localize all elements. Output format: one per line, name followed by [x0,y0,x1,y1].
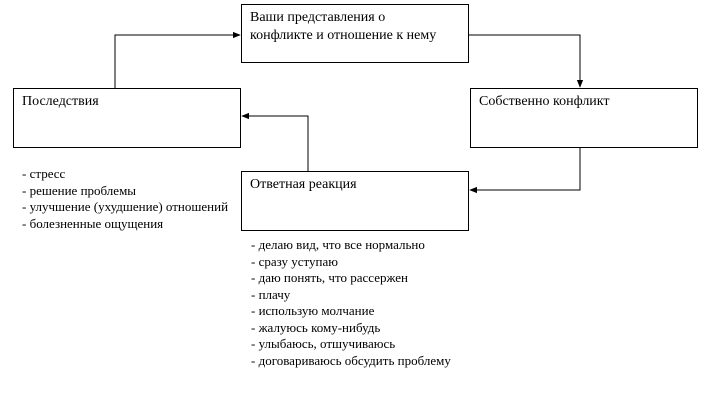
consequences-list-item: - улучшение (ухудшение) отношений [22,199,229,214]
views-box-label: Ваши представления о конфликте и отношен… [250,10,437,43]
response-list-item: - делаю вид, что все нормально [251,237,425,252]
views-box: Ваши представления о конфликте и отношен… [241,4,469,63]
conflict-box-label: Собственно конфликт [479,94,610,109]
arrow-response-to-consequences [241,112,309,171]
arrow-views-to-conflict [469,34,584,88]
consequences-list-item: - стресс [22,166,66,181]
response-list-item: - договариваюсь обсудить проблему [251,352,451,368]
response-box-label: Ответная реакция [250,177,357,192]
response-list-item: - сразу уступаю [251,253,338,269]
response-box: Ответная реакция [241,171,469,231]
response-list-item: - жалуюсь кому-нибудь [251,319,381,335]
consequences-list-item: - болезненные ощущения [22,215,164,231]
response-list: - делаю вид, что все нормально - сразу у… [251,237,511,369]
consequences-list: - стресс - решение проблемы - улучшение … [22,166,232,232]
response-list-item: - плачу [251,286,291,302]
arrow-consequences-to-views [114,31,241,88]
consequences-list-item: - решение проблемы [22,182,137,198]
arrow-conflict-to-response [469,148,581,194]
conflict-box: Собственно конфликт [470,88,698,148]
response-list-item: - использую молчание [251,303,375,318]
consequences-box: Последствия [13,88,241,148]
response-list-item: - даю понять, что рассержен [251,270,409,285]
response-list-item: - улыбаюсь, отшучиваюсь [251,336,396,351]
consequences-box-label: Последствия [22,94,99,109]
